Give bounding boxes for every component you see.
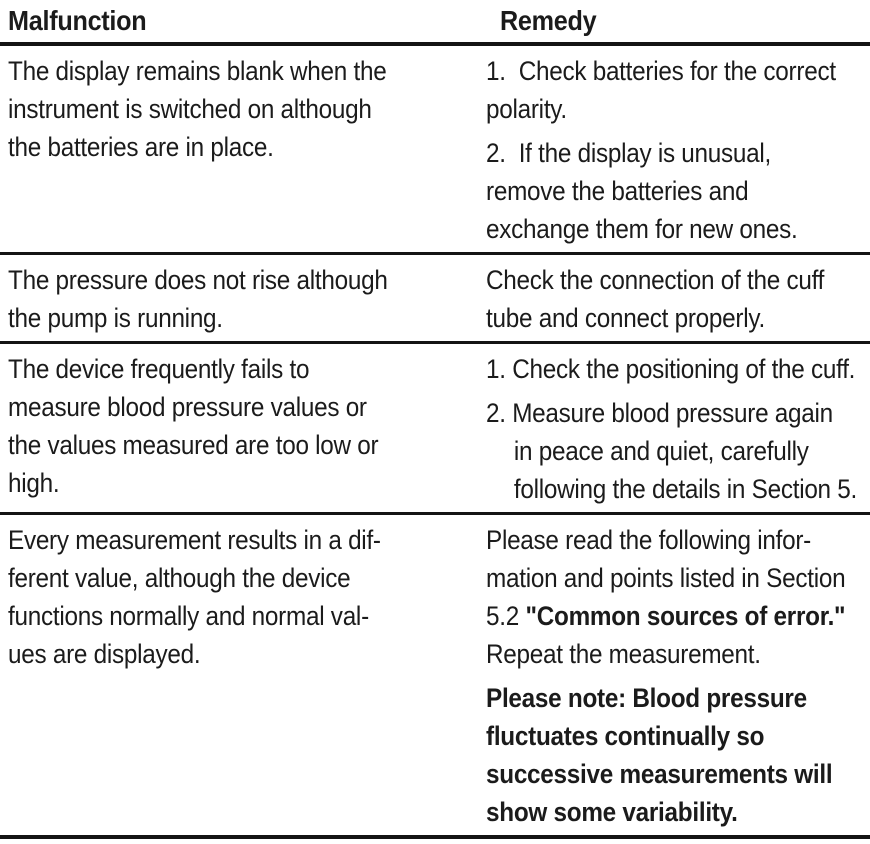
text-line: 1. Check the positioning of the cuff. [486,354,856,384]
text-line: mation and points listed in Section [486,563,846,593]
text-line: The display remains blank when the [8,56,387,86]
text-block: 1. Check the positioning of the cuff. [486,350,870,388]
table-body: The display remains blank when the instru… [0,46,870,839]
text-line: functions normally and normal val- [8,601,369,631]
text-line: remove the batteries and [486,176,749,206]
text-line: the values measured are too low or [8,430,379,460]
remedy-cell: 1. Check batteries for the correct polari… [470,52,870,248]
text-segment: "Common sources of error." [525,601,846,631]
text-block: The pressure does not rise although the p… [8,261,454,337]
text-line: exchange them for new ones. [486,214,798,244]
text-block: The device frequently fails to measure bl… [8,350,454,502]
text-line: Please note: Blood pressure [486,683,807,713]
text-line: 2. If the display is unusual, [486,138,772,168]
remedy-cell: 1. Check the positioning of the cuff. 2. … [470,350,870,508]
text-line: Please read the following infor- [486,525,812,555]
table-row: The display remains blank when the instru… [0,46,870,255]
text-block: 2. If the display is unusual, remove the … [486,134,870,248]
text-line: show some variability. [486,797,738,827]
text-line: The pressure does not rise although [8,265,388,295]
malfunction-cell: Every measurement results in a dif-feren… [0,521,470,831]
text-line: Every measurement results in a dif- [8,525,381,555]
text-block: 2. Measure blood pressure again in peace … [486,394,870,508]
text-line: measure blood pressure values or [8,392,367,422]
text-line: 5.2 "Common sources of error." [486,597,846,635]
text-line: the batteries are in place. [8,132,274,162]
text-line: Repeat the measurement. [486,639,761,669]
text-line: polarity. [486,94,567,124]
text-line: ferent value, although the device [8,563,351,593]
remedy-header-label: Remedy [500,5,597,36]
header-cell-malfunction: Malfunction [0,4,470,38]
remedy-cell: Check the connection of the cuff tube and… [470,261,870,337]
text-line: successive measurements will [486,759,833,789]
text-line: fluctuates continually so [486,721,765,751]
text-block: Please read the following infor-mation a… [486,521,870,673]
text-line: the pump is running. [8,303,223,333]
text-line: following the details in Section 5. [513,474,858,504]
text-block: Check the connection of the cuff tube and… [486,261,868,337]
text-line: high. [8,468,60,498]
table-row: Every measurement results in a dif-feren… [0,515,870,839]
text-line: 1. Check batteries for the correct [486,56,836,86]
table-header-row: Malfunction Remedy [0,0,870,46]
text-line: The device frequently fails to [8,354,310,384]
text-block: 1. Check batteries for the correct polari… [486,52,870,128]
remedy-cell: Please read the following infor-mation a… [470,521,870,831]
malfunction-cell: The pressure does not rise although the p… [0,261,470,337]
header-cell-remedy: Remedy [470,4,870,38]
text-segment: 5.2 [486,601,526,631]
table-row: The device frequently fails to measure bl… [0,344,870,515]
text-line: instrument is switched on although [8,94,372,124]
malfunction-header-label: Malfunction [8,5,147,36]
text-block: Please note: Blood pressure fluctuates co… [486,679,870,831]
text-line: Check the connection of the cuff [486,265,825,295]
text-block: The display remains blank when the instru… [8,52,454,166]
malfunction-cell: The display remains blank when the instru… [0,52,470,248]
text-line: tube and connect properly. [486,303,765,333]
text-line: in peace and quiet, carefully [513,436,809,466]
text-block: Every measurement results in a dif-feren… [8,521,454,673]
text-line: 2. Measure blood pressure again [486,398,833,428]
table-row: The pressure does not rise although the p… [0,255,870,344]
malfunction-cell: The device frequently fails to measure bl… [0,350,470,508]
text-line: ues are displayed. [8,639,201,669]
